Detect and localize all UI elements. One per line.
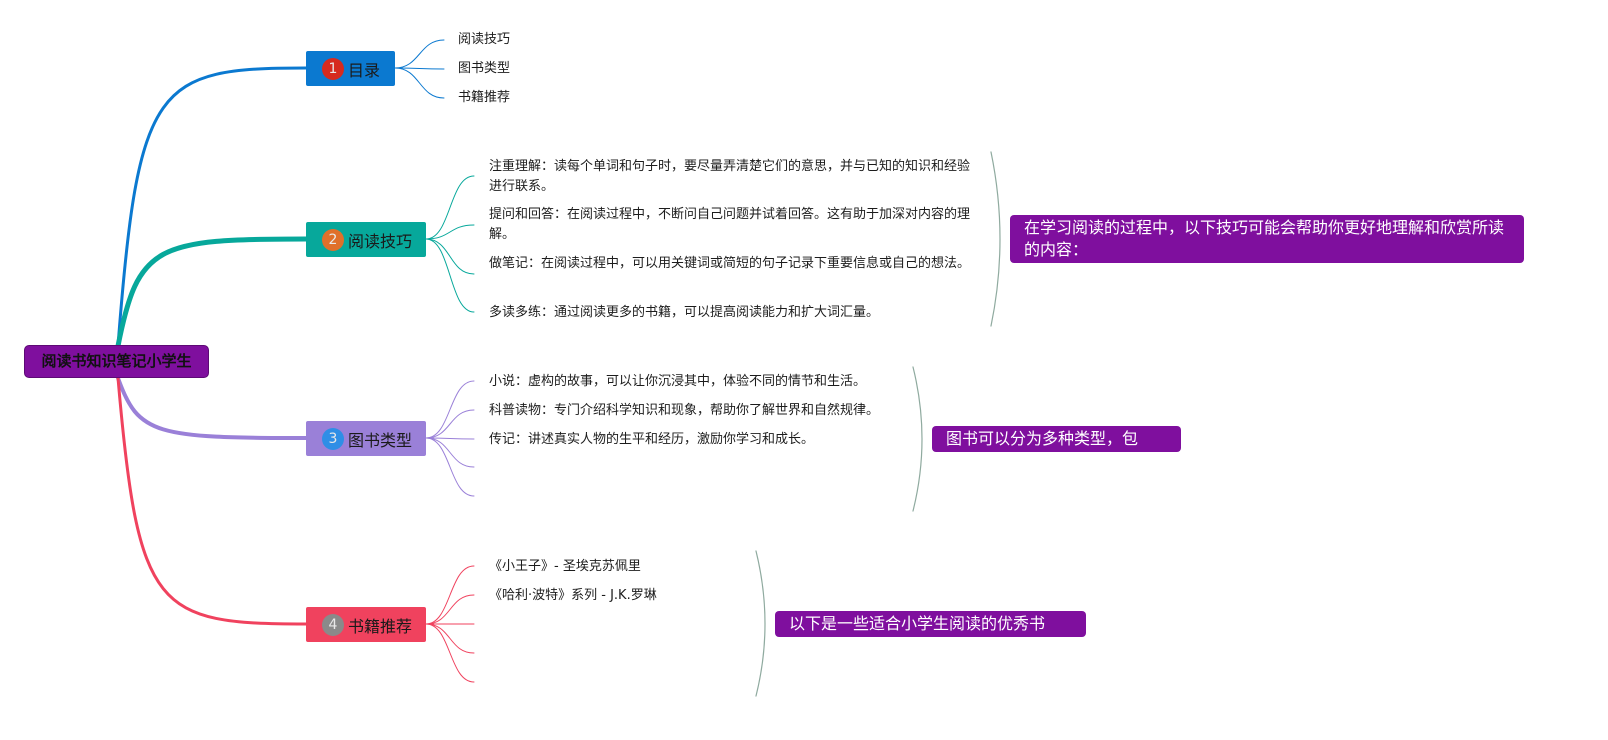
number-badge: 4 bbox=[322, 613, 344, 636]
leaf-connector bbox=[425, 437, 475, 497]
leaf-item[interactable]: 科普读物：专门介绍科学知识和现象，帮助你了解世界和自然规律。 bbox=[489, 403, 880, 418]
leaf-connector bbox=[425, 623, 475, 654]
summary-note[interactable]: 在学习阅读的过程中，以下技巧可能会帮助你更好地理解和欣赏所读的内容： bbox=[1010, 215, 1524, 263]
number-badge: 2 bbox=[322, 228, 344, 251]
leaf-connector bbox=[394, 67, 445, 99]
leaf-item[interactable]: 提问和回答：在阅读过程中，不断问自己问题并试着回答。这有助于加深对内容的理解。 bbox=[489, 207, 971, 242]
leaf-connector bbox=[394, 39, 445, 69]
branch-label: 阅读技巧 bbox=[348, 231, 413, 251]
branch-label: 目录 bbox=[348, 60, 381, 80]
root-branch-connector bbox=[116, 376, 308, 626]
branch-book-recommendations[interactable]: 4 书籍推荐 bbox=[306, 607, 426, 642]
leaf-item[interactable]: 图书类型 bbox=[458, 61, 511, 76]
branch-book-types[interactable]: 3 图书类型 bbox=[306, 421, 426, 456]
leaf-connector bbox=[425, 623, 475, 683]
number-badge: 3 bbox=[322, 427, 344, 450]
summary-bracket bbox=[912, 366, 923, 512]
leaf-item[interactable]: 多读多练：通过阅读更多的书籍，可以提高阅读能力和扩大词汇量。 bbox=[489, 305, 880, 320]
branch-reading-skills[interactable]: 2 阅读技巧 bbox=[306, 222, 426, 257]
leaf-item[interactable]: 注重理解：读每个单词和句子时，要尽量弄清楚它们的意思，并与已知的知识和经验进行联… bbox=[489, 159, 971, 194]
leaf-item[interactable]: 阅读技巧 bbox=[458, 32, 511, 47]
leaf-connector bbox=[425, 224, 475, 240]
leaf-connector bbox=[425, 437, 475, 468]
summary-bracket bbox=[990, 151, 1001, 327]
leaf-connector bbox=[425, 175, 475, 240]
root-topic[interactable]: 阅读书知识笔记小学生 bbox=[24, 345, 209, 378]
branch-label: 图书类型 bbox=[348, 430, 413, 450]
branch-table-of-contents[interactable]: 1 目录 bbox=[306, 51, 395, 86]
root-branch-connector bbox=[115, 236, 309, 349]
leaf-connector bbox=[425, 238, 475, 313]
leaf-item[interactable]: 传记：讲述真实人物的生平和经历，激励你学习和成长。 bbox=[489, 432, 815, 447]
leaf-item[interactable]: 书籍推荐 bbox=[458, 90, 511, 105]
number-badge: 1 bbox=[322, 57, 344, 80]
leaf-connector bbox=[425, 594, 475, 625]
leaf-connector bbox=[425, 437, 475, 440]
summary-note[interactable]: 以下是一些适合小学生阅读的优秀书籍： bbox=[775, 611, 1086, 655]
leaf-connector bbox=[425, 409, 475, 439]
leaf-connector bbox=[425, 380, 475, 439]
leaf-item[interactable]: 做笔记：在阅读过程中，可以用关键词或简短的句子记录下重要信息或自己的想法。 bbox=[489, 256, 971, 271]
leaf-connector bbox=[425, 565, 475, 625]
leaf-item[interactable]: 《小王子》- 圣埃克苏佩里 bbox=[489, 559, 641, 574]
root-branch-connector bbox=[116, 66, 308, 348]
leaf-connector bbox=[425, 238, 475, 275]
branch-label: 书籍推荐 bbox=[348, 616, 413, 636]
summary-note[interactable]: 图书可以分为多种类型，包括： bbox=[932, 426, 1181, 470]
root-branch-connector bbox=[116, 376, 308, 440]
leaf-item[interactable]: 小说：虚构的故事，可以让你沉浸其中，体验不同的情节和生活。 bbox=[489, 374, 867, 389]
leaf-item[interactable]: 《哈利·波特》系列 - J.K.罗琳 bbox=[489, 588, 657, 603]
summary-bracket bbox=[755, 550, 766, 697]
leaf-connector bbox=[394, 67, 445, 70]
